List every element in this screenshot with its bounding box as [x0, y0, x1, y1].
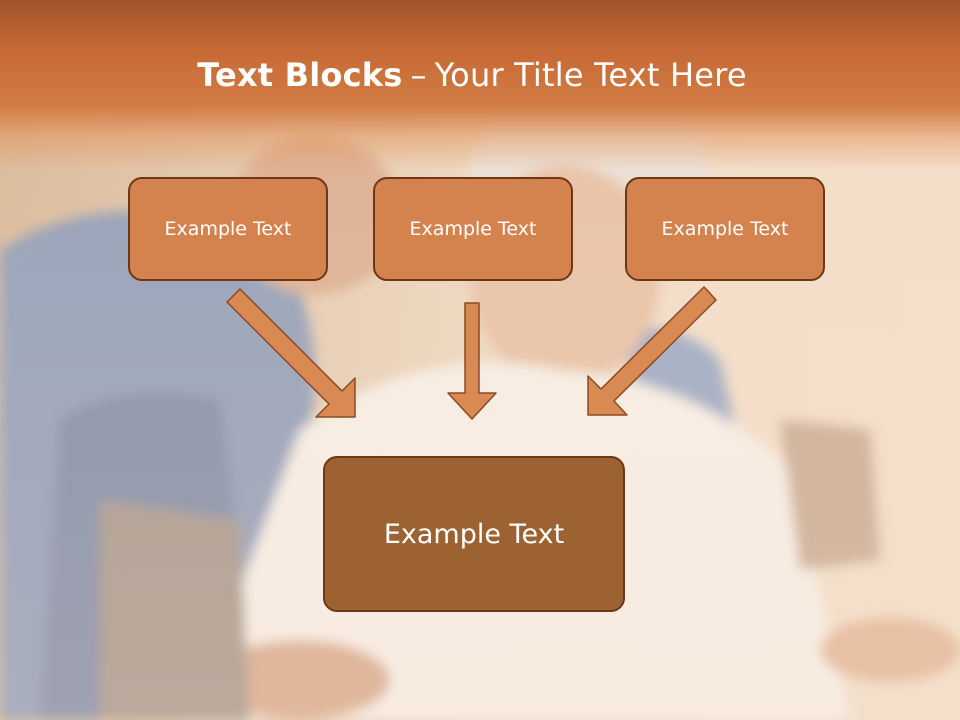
- text-block-2-label: Example Text: [409, 218, 537, 240]
- arrow-center: [447, 302, 497, 420]
- text-block-3-label: Example Text: [661, 218, 789, 240]
- arrow-right: [587, 286, 717, 416]
- title-text: Your Title Text Here: [434, 56, 747, 94]
- text-block-1-label: Example Text: [164, 218, 292, 240]
- arrow-left: [226, 288, 356, 418]
- text-block-1[interactable]: Example Text: [128, 177, 328, 281]
- text-block-2[interactable]: Example Text: [373, 177, 573, 281]
- title-band: [0, 0, 960, 170]
- title-bold-part: Text Blocks: [197, 56, 403, 94]
- result-text-block-label: Example Text: [383, 518, 565, 550]
- title-separator: –: [410, 56, 427, 94]
- result-text-block[interactable]: Example Text: [323, 456, 625, 612]
- text-block-3[interactable]: Example Text: [625, 177, 825, 281]
- slide-title: Text Blocks–Your Title Text Here: [0, 54, 944, 96]
